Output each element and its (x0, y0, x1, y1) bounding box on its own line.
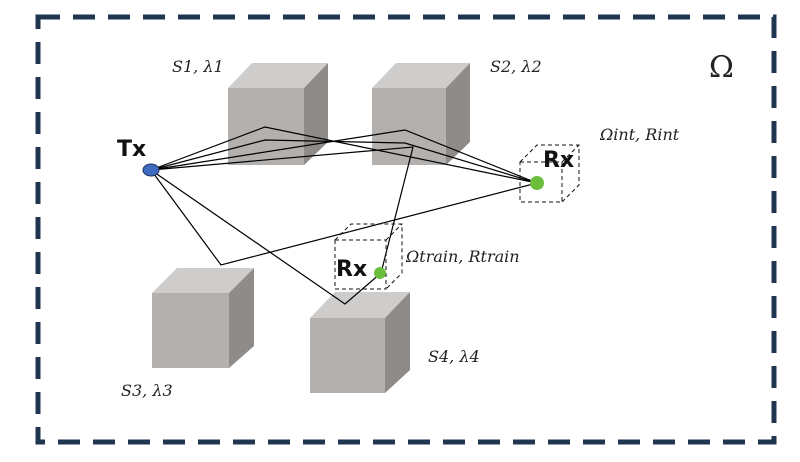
ray-tx-s2-rx (150, 129, 538, 184)
ray-tx-s1-rx (150, 126, 538, 184)
ray-paths (150, 126, 538, 305)
ray-tx-s1-s2-rx (150, 139, 538, 184)
scatterer-cube-s4 (310, 292, 410, 393)
region-train-label: Ωtrain, Rtrain (405, 247, 520, 266)
scatterer-label-s1: S1, λ1 (172, 57, 224, 76)
ray-tx-s2-train (150, 146, 414, 274)
region-int-label: Ωint, Rint (599, 125, 680, 144)
tx-label: Tx (117, 137, 146, 162)
domain-boundary (35, 14, 777, 445)
receiver-region-int (519, 144, 580, 203)
receiver-region-train (334, 223, 403, 290)
scatterer-label-s4: S4, λ4 (428, 347, 480, 366)
ray-tx-s4-train (150, 169, 382, 305)
rx-train-label: Rx (336, 257, 367, 282)
transmitter-node (142, 163, 160, 177)
scatterer-label-s3: S3, λ3 (121, 381, 173, 400)
scatterer-label-s2: S2, λ2 (490, 57, 542, 76)
scatterer-cube-s3 (152, 268, 254, 368)
ray-tx-s3-rx (150, 169, 538, 266)
domain-omega-label: Ω (709, 50, 734, 85)
receiver-node-int (530, 176, 544, 190)
rx-int-label: Rx (543, 148, 574, 173)
receiver-node-train (374, 267, 386, 279)
